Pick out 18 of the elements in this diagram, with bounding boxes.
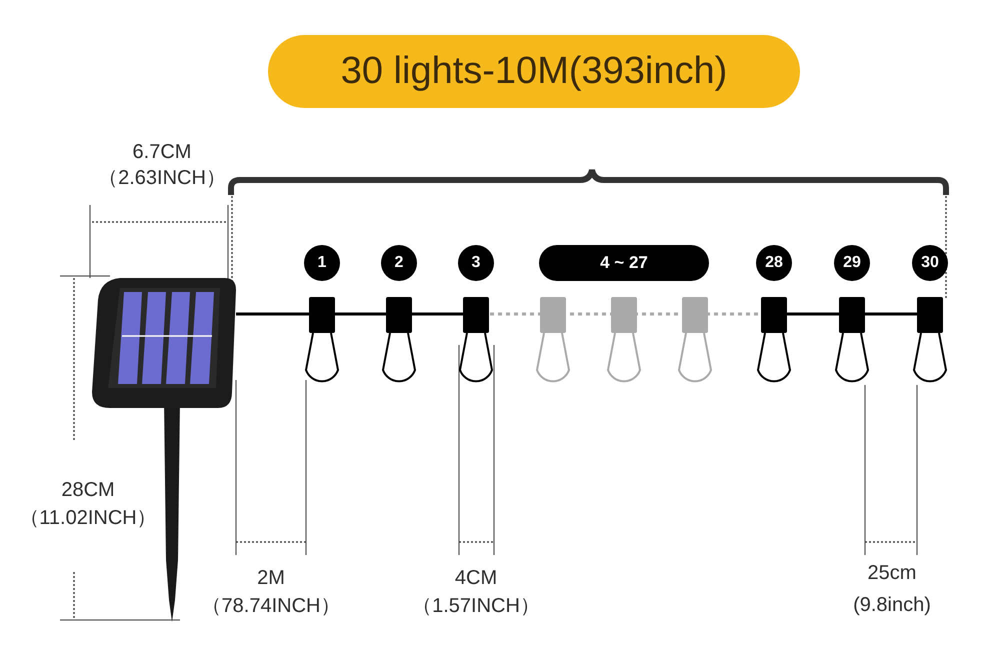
dimension-label: 28CM [61,478,115,502]
dimension-label: 4CM [454,566,498,590]
dimension-label: 25cm [868,561,916,585]
dimension-label: （78.74INCH） [202,594,340,618]
dimension-label: （1.57INCH） [412,594,540,618]
number-badge: 29 [834,245,870,281]
title-banner: 30 lights-10M(393inch) [268,35,800,108]
number-badge: 2 [381,245,417,281]
number-badge: 30 [912,245,948,281]
number-badge: 4 ~ 27 [539,245,709,281]
number-badge: 3 [458,245,494,281]
dimension-label: （2.63INCH） [98,166,226,190]
dimension-label: (9.8inch) [853,593,931,617]
number-badge: 1 [304,245,340,281]
dimension-label: 6.7CM [132,140,192,164]
number-badge: 28 [756,245,792,281]
dimension-label: 2M [257,566,285,590]
dimension-label: （11.02INCH） [19,506,157,530]
